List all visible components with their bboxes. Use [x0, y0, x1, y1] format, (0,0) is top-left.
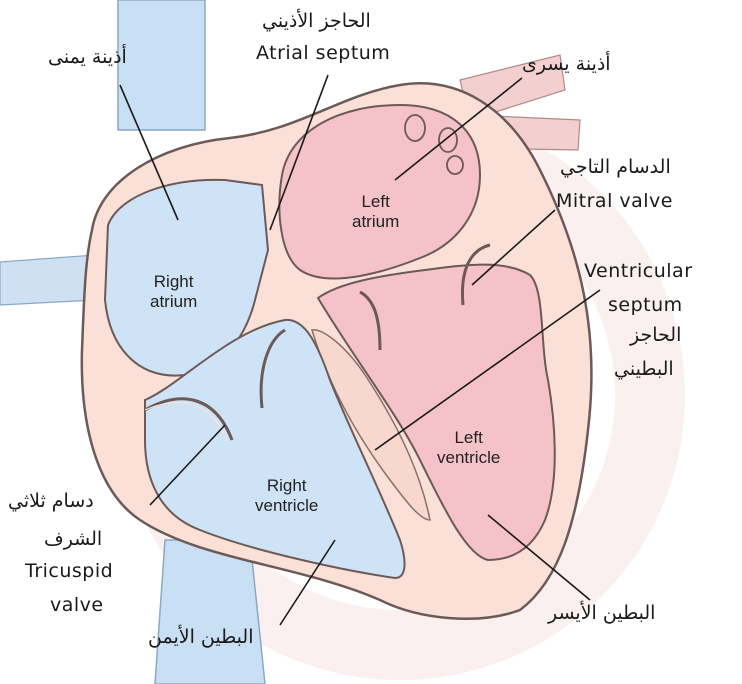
- inner-text: Left: [352, 192, 399, 212]
- inner-label-left-ventricle: Left ventricle: [437, 428, 500, 469]
- inner-label-right-ventricle: Right ventricle: [255, 476, 318, 517]
- inner-text: atrium: [150, 292, 197, 312]
- label-left-ventricle-ar: البطين الأيسر: [548, 604, 655, 623]
- label-mitral-ar: الدسام التاجي: [560, 158, 671, 177]
- label-tricuspid-en-1: Tricuspid: [25, 562, 113, 581]
- inner-label-right-atrium: Right atrium: [150, 272, 197, 313]
- label-tricuspid-ar-2: الشرف: [44, 530, 102, 549]
- label-atrial-septum-en: Atrial septum: [256, 44, 390, 63]
- inner-text: ventricle: [255, 496, 318, 516]
- label-ventricular-en-2: septum: [608, 296, 683, 315]
- label-right-atrium-ar: أذينة يمنى: [48, 48, 127, 67]
- inner-text: ventricle: [437, 448, 500, 468]
- label-right-ventricle-ar: البطين الأيمن: [148, 628, 253, 647]
- inner-text: Left: [437, 428, 500, 448]
- label-mitral-en: Mitral valve: [556, 192, 673, 211]
- label-left-atrium-ar: أذينة يسرى: [522, 55, 611, 74]
- label-tricuspid-en-2: valve: [50, 596, 104, 615]
- label-ventricular-en-1: Ventricular: [584, 262, 693, 281]
- label-ventricular-ar-2: البطيني: [614, 360, 674, 379]
- inner-text: Right: [255, 476, 318, 496]
- label-atrial-septum-ar: الحاجز الأذيني: [262, 12, 371, 31]
- inner-text: atrium: [352, 212, 399, 232]
- inner-text: Right: [150, 272, 197, 292]
- pulmonary-vein-left: [0, 255, 95, 305]
- inner-label-left-atrium: Left atrium: [352, 192, 399, 233]
- label-ventricular-ar-1: الحاجز: [630, 326, 681, 345]
- label-tricuspid-ar-1: دسام ثلاثي: [8, 492, 94, 511]
